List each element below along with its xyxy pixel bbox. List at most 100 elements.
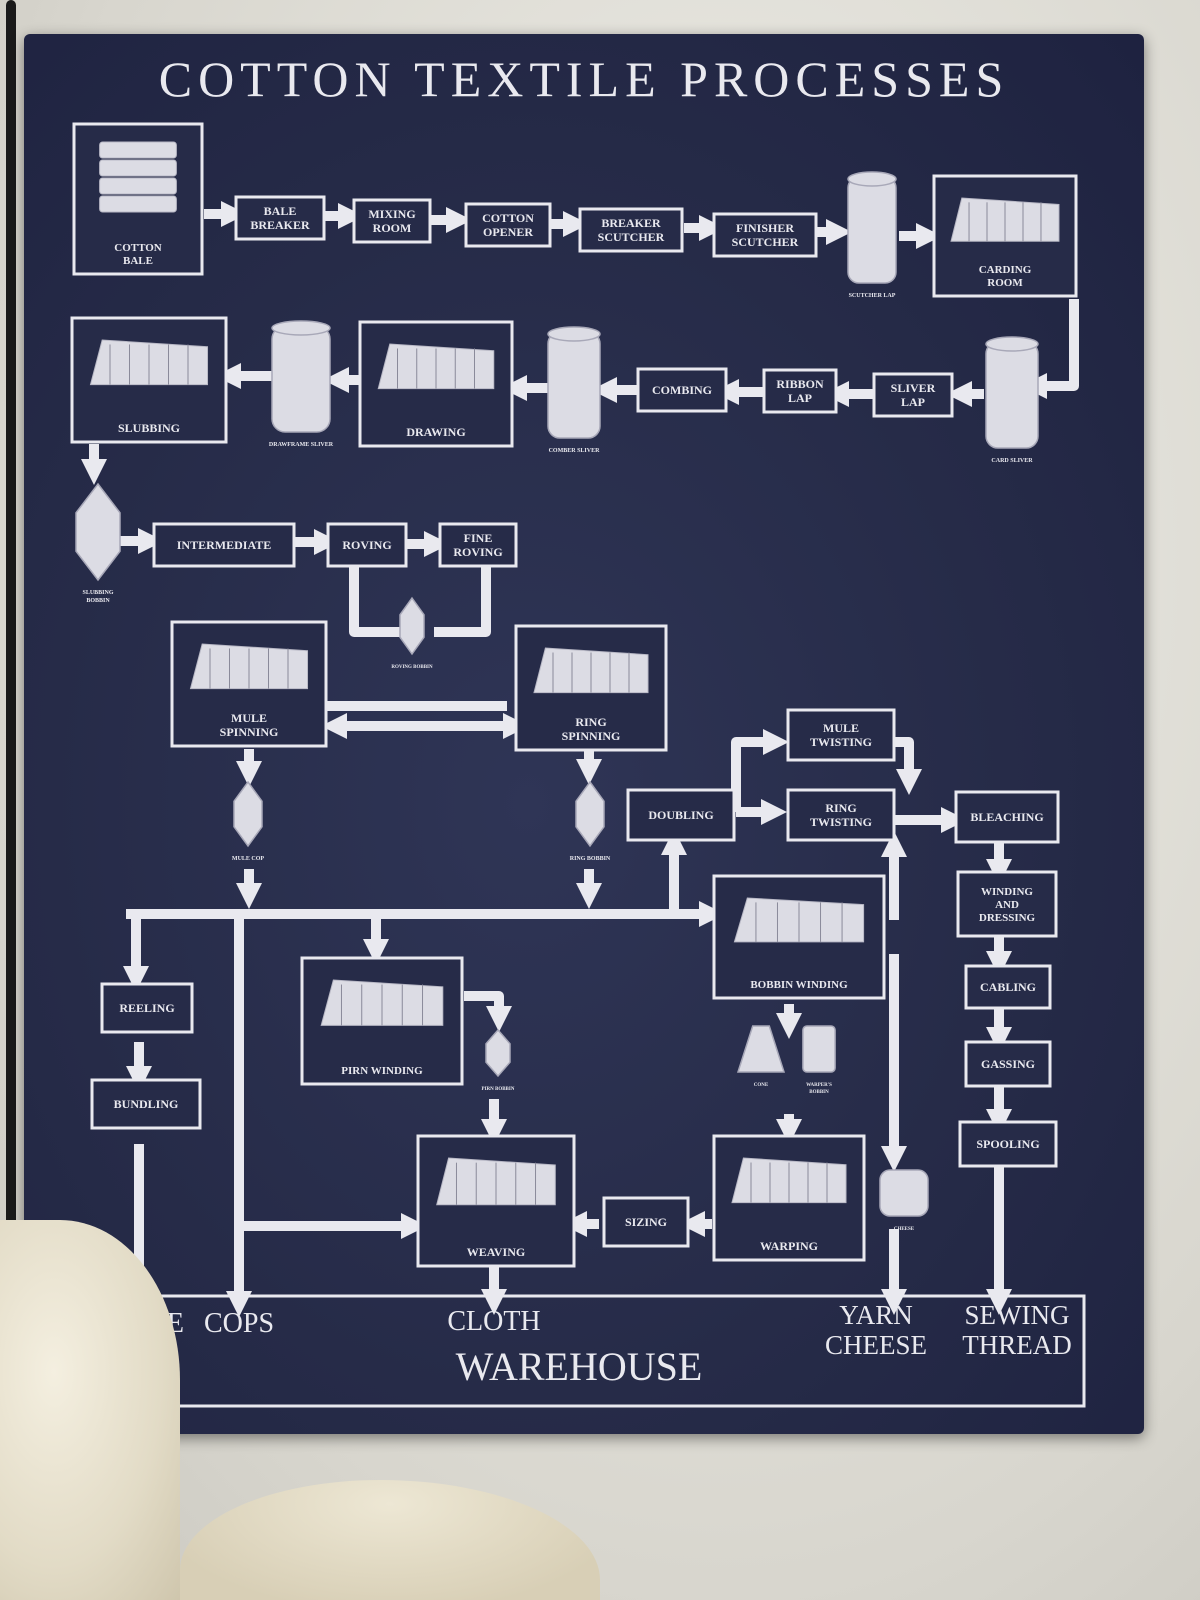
- process-box: [326, 522, 408, 568]
- node-warping: WARPING: [712, 1134, 866, 1262]
- process-label: DRESSING: [979, 912, 1036, 924]
- product-label: COMBER SLIVER: [549, 448, 601, 454]
- sliver-can-icon: [271, 325, 331, 433]
- process-box: [786, 788, 896, 842]
- process-label: BALE: [123, 255, 153, 267]
- node-scutcher-lap: SCUTCHER LAP: [847, 171, 897, 299]
- process-nodes: COTTONBALEBALEBREAKERMIXINGROOMCOTTONOPE…: [70, 122, 1078, 1268]
- flow-arrow: [434, 564, 491, 637]
- sliver-can-icon: [547, 331, 601, 439]
- node-card-sliver: CARD SLIVER: [985, 336, 1039, 464]
- process-box: [90, 1078, 202, 1130]
- process-flow-diagram: COTTON TEXTILE PROCESSES COTTONBALEBALEB…: [70, 51, 1086, 1408]
- process-box: [712, 212, 818, 258]
- flow-arrow: [894, 737, 922, 795]
- connectors: [81, 201, 1079, 1317]
- process-label: COTTON: [114, 242, 162, 254]
- process-box: [872, 372, 954, 418]
- cheese-icon: [879, 1169, 929, 1217]
- node-comber-sliver: COMBER SLIVER: [547, 326, 601, 454]
- process-box: [578, 207, 684, 253]
- node-bleaching: BLEACHING: [954, 790, 1060, 844]
- sliver-can-top-icon: [547, 326, 601, 342]
- bobbin-icon: [485, 1028, 511, 1078]
- process-box: [964, 1040, 1052, 1088]
- product-label: CHEESE: [894, 1227, 915, 1232]
- product-label: CARD SLIVER: [991, 458, 1033, 464]
- process-label: BALE: [264, 204, 297, 218]
- node-drawframe-sliver: DRAWFRAME SLIVER: [269, 320, 334, 448]
- node-reeling: REELING: [100, 982, 194, 1034]
- wall-cable: [6, 0, 16, 1250]
- process-label: MIXING: [368, 207, 415, 221]
- process-label: ROVING: [342, 538, 391, 552]
- node-drawing: DRAWING: [358, 320, 514, 448]
- node-pirn-winding: PIRN WINDING: [300, 956, 464, 1086]
- process-label: WEAVING: [467, 1245, 525, 1259]
- process-label: RIBBON: [776, 377, 824, 391]
- process-label: COMBING: [652, 383, 712, 397]
- cotton-bale-icon: [99, 195, 177, 213]
- process-label: SLUBBING: [118, 421, 180, 435]
- process-label: MULE: [231, 711, 267, 725]
- product-label: WARPER'S: [806, 1083, 832, 1088]
- node-pirn-bobbin: PIRN BOBBIN: [482, 1028, 515, 1092]
- product-label: MULE COP: [232, 856, 265, 862]
- process-box: [956, 870, 1058, 938]
- process-box: [152, 522, 296, 568]
- process-box: [602, 1196, 690, 1248]
- process-label: SLIVER: [891, 381, 936, 395]
- node-gassing: GASSING: [964, 1040, 1052, 1088]
- sliver-can-top-icon: [271, 320, 331, 336]
- flow-arrow: [464, 991, 512, 1032]
- warehouse-sewing-label: SEWING: [965, 1300, 1070, 1330]
- process-box: [464, 202, 552, 248]
- process-label: GASSING: [981, 1057, 1035, 1071]
- process-box: [352, 198, 432, 244]
- process-label: SPINNING: [220, 725, 279, 739]
- process-label: TWISTING: [810, 815, 872, 829]
- product-label: PIRN BOBBIN: [482, 1087, 515, 1092]
- process-box: [762, 368, 838, 414]
- process-label: BREAKER: [250, 218, 310, 232]
- process-box: [954, 790, 1060, 844]
- process-label: PIRN WINDING: [341, 1065, 423, 1077]
- node-doubling: DOUBLING: [626, 788, 736, 842]
- process-box: [636, 367, 728, 413]
- product-label: SCUTCHER LAP: [849, 293, 896, 299]
- node-cabling: CABLING: [964, 964, 1052, 1010]
- process-box: [438, 522, 518, 568]
- process-label: ROVING: [453, 545, 502, 559]
- process-label: LAP: [901, 395, 925, 409]
- product-label: CONE: [754, 1083, 769, 1088]
- warehouse: INDLE COPS CLOTH WAREHOUSE YARN CHEESE S…: [100, 1294, 1086, 1408]
- node-weaving: WEAVING: [416, 1134, 576, 1268]
- foreground-cloth: [0, 1220, 180, 1600]
- cotton-bale-icon: [99, 177, 177, 195]
- warehouse-yarn-label: YARN: [839, 1300, 913, 1330]
- warehouse-thread-label: THREAD: [962, 1330, 1072, 1360]
- process-label: RING: [575, 715, 606, 729]
- process-label: CARDING: [979, 264, 1032, 276]
- process-label: INTERMEDIATE: [177, 538, 271, 552]
- process-label: WINDING: [981, 886, 1033, 898]
- node-roving: ROVING: [326, 522, 408, 568]
- process-label: WARPING: [760, 1239, 818, 1253]
- product-label: BOBBIN: [86, 598, 110, 604]
- process-label: RING: [825, 801, 856, 815]
- process-label: BREAKER: [601, 216, 661, 230]
- process-box: [786, 708, 896, 762]
- process-box: [626, 788, 736, 842]
- sliver-can-icon: [847, 176, 897, 284]
- node-bobbin-winding: BOBBIN WINDING: [712, 874, 886, 1000]
